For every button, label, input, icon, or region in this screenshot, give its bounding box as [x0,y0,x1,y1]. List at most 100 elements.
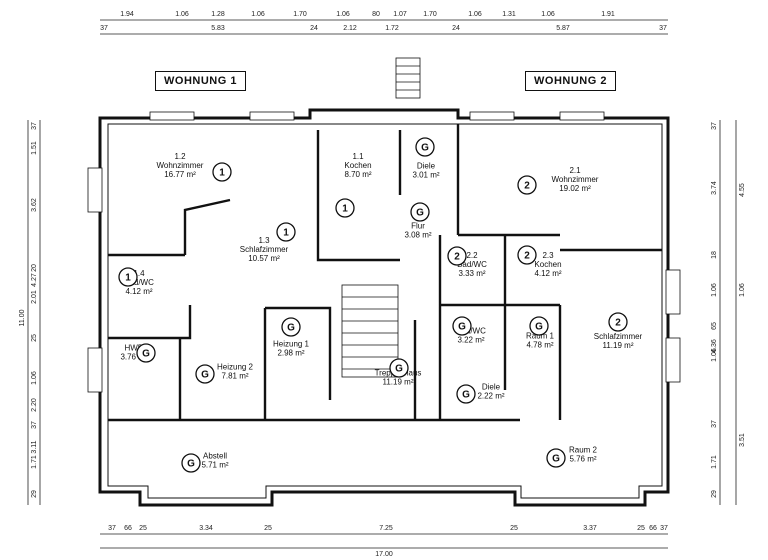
unit-marker-circle [529,316,549,336]
dimension-lines [27,19,737,549]
unit-marker: 1 [283,228,289,239]
dimension-label: 3.11 [31,440,38,453]
dimension-label: 3.37 [583,525,597,532]
dimension-label: 2.12 [343,25,357,32]
room-label: 8.70 m² [344,170,371,179]
dimension-label: 1.07 [393,11,407,18]
room-label: 3.08 m² [404,231,431,240]
unit-marker-circle [136,343,156,363]
room-label: Abstell [203,452,227,461]
room-label: 11.19 m² [603,341,634,350]
unit-marker-circle [546,448,566,468]
unit-marker: 1 [342,204,348,215]
dimension-label: 3.34 [199,525,213,532]
dimension-label: 20 [31,264,38,272]
dimension-label: 1.28 [211,11,225,18]
dimension-label: 1.91 [601,11,615,18]
room: Heizung 12.98 m² G [273,317,310,358]
walls [98,108,670,507]
room-label: Flur [411,222,425,231]
dimension-label: 2.20 [31,398,38,412]
room-label: Heizung 1 [273,340,310,349]
dimension-label: 25 [139,525,147,532]
dimension-label: 25 [31,334,38,342]
dimension-label: 29 [31,490,38,498]
unit-marker: G [462,390,470,401]
room-label: 2.98 m² [277,349,304,358]
dimension-label: 5.87 [556,25,570,32]
unit-marker: G [395,364,403,375]
room: Treppenhaus11.19 m²G [375,358,421,387]
dimension-label: 25 [264,525,272,532]
unit-marker: G [187,459,195,470]
room-label: 7.81 m² [221,372,248,381]
dimension-label: 2.01 [31,290,38,304]
room-label: Schlafzimmer [240,245,289,254]
dimension-label: 5.83 [211,25,225,32]
room-label: Schlafzimmer [594,332,643,341]
room-label: Bad/WC [456,327,486,336]
room-label: HWR [124,344,143,353]
dimension-label: 1.06 [739,283,746,297]
dimension-label: 29 [711,490,718,498]
dimension-label: 37 [31,122,38,130]
unit-marker-circle [517,245,537,265]
dimension-label: 1.06 [336,11,350,18]
unit-marker: 2 [615,318,621,329]
dimension-label: 37 [100,25,108,32]
unit-marker: G [458,322,466,333]
unit-marker-circle [118,267,138,287]
dimension-label: 25 [510,525,518,532]
room-label: Bad/WC [457,260,487,269]
room-label: Bad/WC [124,278,154,287]
room-label: Raum 1 [526,332,555,341]
dimension-label: 37 [711,122,718,130]
dimension-label: 1.71 [711,455,718,469]
unit-marker-circle [276,222,296,242]
dimension-label: 80 [372,11,380,18]
room-label: 1.1 [352,152,364,161]
dimension-label: 24 [452,25,460,32]
unit-marker-circle [447,246,467,266]
unit-marker: G [142,349,150,360]
unit-marker-circle [335,198,355,218]
room: Raum 14.78 m² G [526,316,555,350]
dimension-label: 37 [660,525,668,532]
dimension-label: 66 [649,525,657,532]
room-label: 4.12 m² [125,287,152,296]
unit-marker-circle [195,364,215,384]
dimension-label: 65 [711,322,718,330]
room-label: 3.76 m² [120,353,147,362]
unit-marker: G [287,323,295,334]
dimension-label: 4.55 [739,183,746,197]
unit-marker: G [552,454,560,465]
dimension-label: 7.25 [379,525,393,532]
unit-marker: G [421,143,429,154]
room-label: 10.57 m² [248,254,280,263]
unit-marker-circle [415,137,435,157]
room: Bad/WC3.22 m²G [452,316,486,345]
unit-marker-circle [452,316,472,336]
title-wohnung-2: WOHNUNG 2 [525,71,616,91]
dimension-label: 4.27 [31,273,38,287]
dimension-label: 1.06 [711,348,718,362]
staircase [341,57,421,378]
room-label: Kochen [344,161,371,170]
room-label: 4.78 m² [526,341,553,350]
unit-marker-circle [456,384,476,404]
unit-marker: G [535,322,543,333]
dimension-label: 1.06 [541,11,555,18]
title-wohnung-1: WOHNUNG 1 [155,71,246,91]
dimension-label: 37 [659,25,667,32]
dimension-label: 11.00 [19,309,26,326]
room-label: 1.2 [174,152,186,161]
room-label: 5.76 m² [569,455,596,464]
